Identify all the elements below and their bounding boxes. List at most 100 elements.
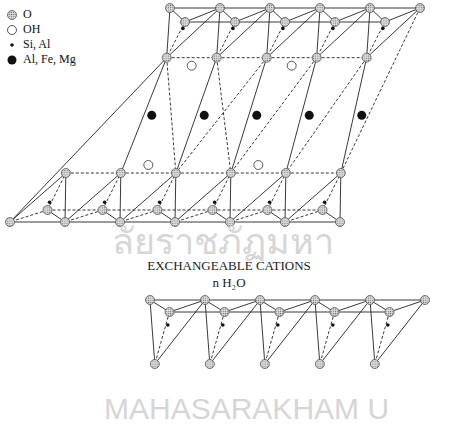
- bond: [170, 312, 225, 313]
- hydroxyl-atom: [287, 61, 296, 70]
- bond: [175, 173, 177, 222]
- legend-swatch: [6, 24, 18, 36]
- legend-entry: Si, Al: [6, 38, 50, 51]
- oxygen-atom: [61, 169, 70, 178]
- oxygen-atom: [166, 4, 175, 13]
- oxygen-atom: [260, 360, 269, 369]
- oxygen-atom: [181, 18, 190, 27]
- bond: [120, 173, 176, 222]
- hidden-bond: [217, 22, 235, 58]
- bond: [370, 8, 420, 9]
- oxygen-atom: [212, 53, 221, 62]
- oxygen-atom: [336, 169, 345, 178]
- bond: [235, 22, 285, 23]
- hidden-bond: [285, 210, 323, 222]
- oxygen-atom: [216, 4, 225, 13]
- hidden-bond: [317, 22, 335, 58]
- oxygen-atom: [150, 360, 159, 369]
- octahedral-cation: [147, 111, 156, 120]
- bond: [225, 312, 280, 313]
- layer-label: n H₂O: [212, 276, 245, 290]
- silicon-atom: [276, 323, 280, 327]
- oxygen-atom: [331, 18, 340, 27]
- bond-lines: [10, 8, 425, 364]
- silicon-atom: [331, 323, 335, 327]
- oxygen-atom: [208, 206, 217, 215]
- bond: [265, 300, 315, 364]
- hidden-bond: [121, 173, 176, 174]
- hidden-bond: [155, 312, 170, 364]
- hidden-bond: [317, 57, 367, 58]
- oxygen-atom: [205, 360, 214, 369]
- bond: [320, 300, 370, 364]
- bond: [286, 58, 317, 173]
- oxygen-atom: [116, 169, 125, 178]
- oxygen-atom: [98, 206, 107, 215]
- hidden-bond: [167, 57, 217, 58]
- bond: [217, 8, 270, 58]
- bond: [315, 300, 370, 301]
- bond: [340, 173, 342, 222]
- hidden-bond: [375, 312, 390, 364]
- hidden-bond: [286, 58, 367, 173]
- bond: [270, 8, 320, 9]
- oxygen-atom: [201, 296, 210, 305]
- bond: [335, 300, 371, 312]
- oxygen-atom: [330, 308, 339, 317]
- bond: [170, 8, 220, 9]
- oxygen-atom: [311, 296, 320, 305]
- octahedral-cation: [200, 111, 209, 120]
- oxygen-atom: [43, 206, 52, 215]
- silicon-atom: [381, 27, 385, 31]
- hidden-bond: [267, 57, 317, 58]
- hidden-bond: [167, 22, 185, 58]
- bond: [230, 173, 232, 222]
- oxygen-atom: [226, 169, 235, 178]
- oxygen-atom: [162, 53, 171, 62]
- hidden-bond: [213, 210, 268, 211]
- bond: [335, 8, 370, 22]
- bond: [65, 173, 67, 222]
- watermark: MAHASARAKHAM U: [104, 392, 389, 425]
- layer-label: EXCHANGEABLE CATIONS: [147, 259, 311, 273]
- bond: [185, 22, 235, 23]
- octahedral-cation: [357, 111, 366, 120]
- oxygen-atom: [385, 308, 394, 317]
- hidden-bond: [210, 312, 225, 364]
- legend-entry: Al, Fe, Mg: [6, 53, 76, 66]
- silicon-atom: [281, 27, 285, 31]
- bond: [317, 8, 370, 58]
- hidden-bond: [286, 173, 341, 174]
- hidden-bond: [341, 8, 420, 173]
- legend-label: OH: [23, 23, 40, 36]
- bond: [367, 8, 420, 58]
- oxygen-atom: [256, 296, 265, 305]
- hidden-bond: [320, 312, 335, 364]
- oxygen-atom: [381, 18, 390, 27]
- bond: [235, 8, 270, 22]
- hydroxyl-atom: [254, 161, 263, 170]
- hidden-bond: [65, 210, 103, 222]
- hidden-bond: [176, 58, 267, 173]
- oxygen-atom: [231, 18, 240, 27]
- legend-swatch: [6, 54, 18, 66]
- hidden-bond: [103, 210, 158, 211]
- bond: [280, 312, 335, 313]
- legend-label: O: [23, 8, 32, 21]
- oxygen-atom: [366, 4, 375, 13]
- hidden-bond: [231, 173, 286, 174]
- bond: [65, 222, 120, 223]
- oxygen-atom: [318, 206, 327, 215]
- bond: [175, 173, 231, 222]
- oxygen-atom: [220, 308, 229, 317]
- legend-entry: OH: [6, 23, 40, 36]
- bond: [367, 8, 370, 58]
- legend-swatch: [6, 9, 18, 21]
- bond: [167, 8, 220, 58]
- bond: [205, 300, 260, 301]
- bond: [370, 300, 375, 364]
- oxygen-atom: [171, 169, 180, 178]
- bond: [341, 58, 367, 173]
- hidden-bond: [230, 210, 268, 222]
